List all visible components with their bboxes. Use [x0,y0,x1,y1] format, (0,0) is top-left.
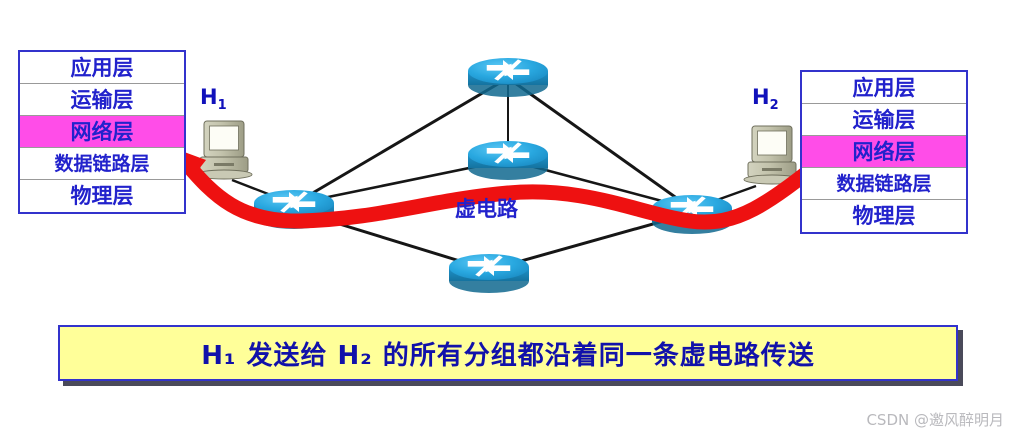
router-r-bottom [449,254,529,293]
link-rtop-rright [507,76,693,211]
stack-left-layer-transport: 运输层 [20,84,184,116]
stack-right-layer-network: 网络层 [802,136,966,168]
host-label-h2: H2 [752,85,779,113]
watermark: CSDN @邀风醉明月 [866,411,1004,429]
caption-text: H₁ 发送给 H₂ 的所有分组都沿着同一条虚电路传送 [201,340,815,371]
router-r-mid [468,141,548,180]
protocol-stack-left: 应用层 运输层 网络层 数据链路层 物理层 [18,50,186,214]
router-r-top [468,58,548,97]
stack-right-layer-datalink: 数据链路层 [802,168,966,200]
protocol-stack-right: 应用层 运输层 网络层 数据链路层 物理层 [800,70,968,234]
host-label-h1-main: H [200,85,218,109]
link-rleft-rtop [293,76,509,206]
host-label-h1-sub: 1 [217,98,227,114]
virtual-circuit-label: 虚电路 [455,197,518,221]
host-h1-icon [195,120,253,180]
stack-right-layer-transport: 运输层 [802,104,966,136]
stack-right-layer-physical: 物理层 [802,200,966,232]
host-label-h2-main: H [752,85,770,109]
stack-right-layer-application: 应用层 [802,72,966,104]
stack-left-layer-physical: 物理层 [20,180,184,212]
caption-box: H₁ 发送给 H₂ 的所有分组都沿着同一条虚电路传送 [58,325,958,381]
stack-left-layer-application: 应用层 [20,52,184,84]
stack-left-layer-network: 网络层 [20,116,184,148]
host-label-h2-sub: 2 [769,98,779,114]
host-label-h1: H1 [200,85,227,113]
stack-left-layer-datalink: 数据链路层 [20,148,184,180]
